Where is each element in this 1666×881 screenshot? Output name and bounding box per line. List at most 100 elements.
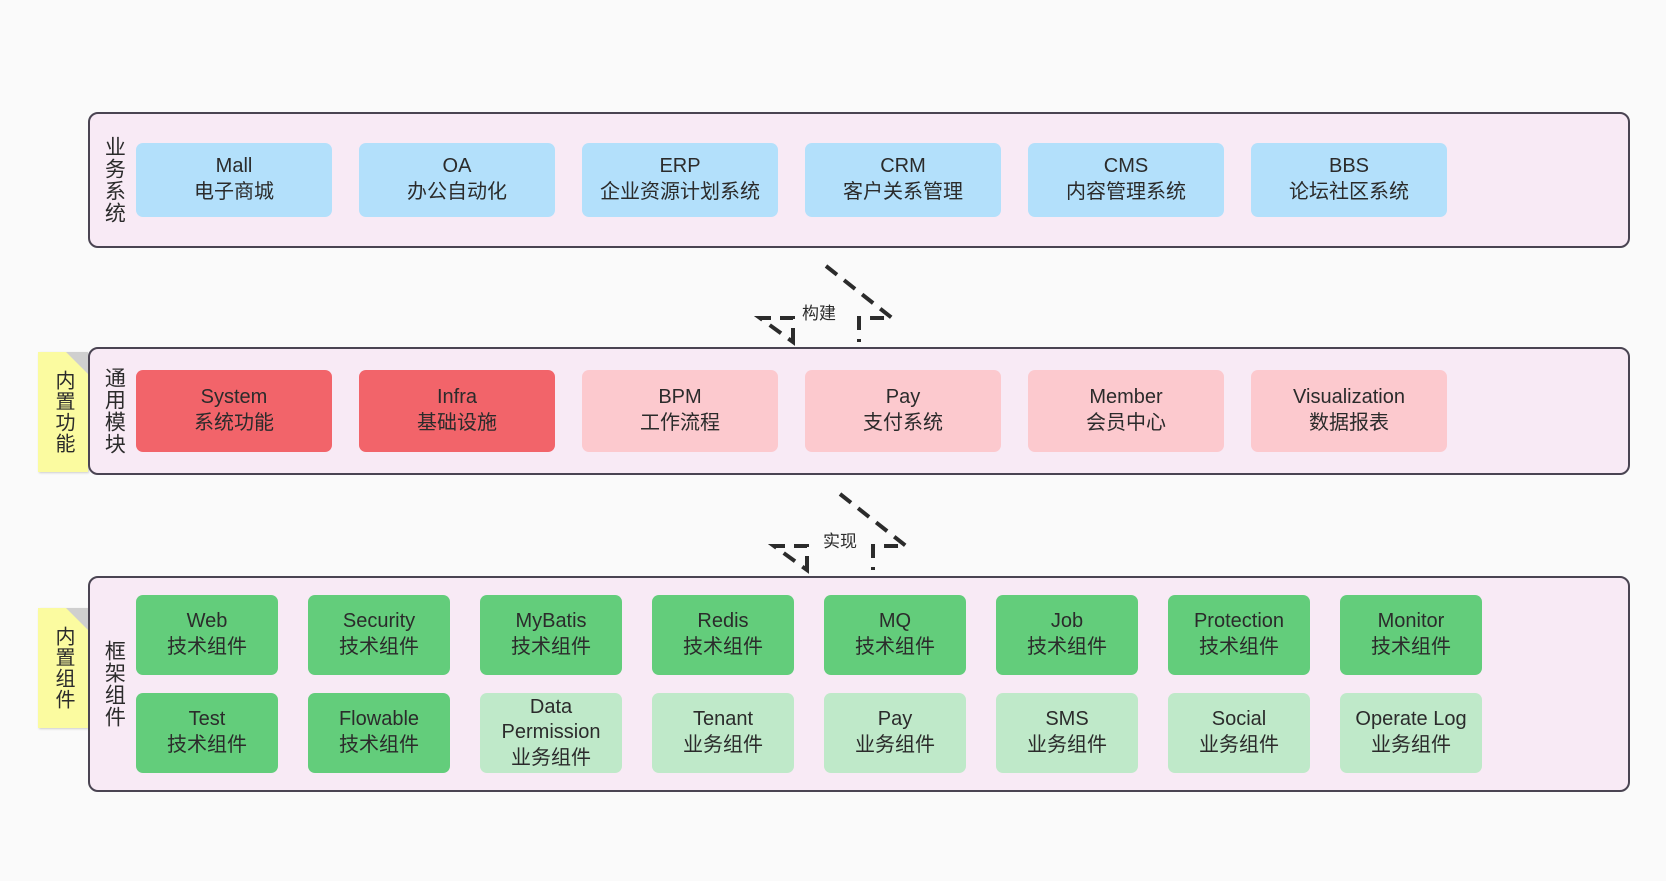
- card-title: Pay: [885, 386, 921, 409]
- card-visualization[interactable]: Visualization 数据报表: [1251, 370, 1447, 452]
- card-title: Protection: [1193, 610, 1285, 633]
- card-title: OA: [442, 155, 472, 178]
- card-subtitle: 技术组件: [511, 636, 591, 658]
- card-subtitle: 业务组件: [1199, 734, 1279, 756]
- card-subtitle: 技术组件: [855, 636, 935, 658]
- card-title: BBS: [1328, 155, 1370, 178]
- card-subtitle: 数据报表: [1309, 412, 1389, 434]
- card-title: Job: [1050, 610, 1084, 633]
- card-subtitle: 内容管理系统: [1066, 181, 1186, 203]
- card-subtitle: 技术组件: [1199, 636, 1279, 658]
- arrow-build: 构建: [753, 262, 898, 346]
- card-subtitle: 业务组件: [1371, 734, 1451, 756]
- card-subtitle: 技术组件: [339, 636, 419, 658]
- card-title: System: [200, 386, 268, 409]
- card-pay[interactable]: Pay 支付系统: [805, 370, 1001, 452]
- card-social[interactable]: Social 业务组件: [1168, 693, 1310, 773]
- card-subtitle: 技术组件: [1371, 636, 1451, 658]
- card-sms[interactable]: SMS 业务组件: [996, 693, 1138, 773]
- card-title: Member: [1089, 386, 1163, 409]
- card-subtitle: 技术组件: [167, 636, 247, 658]
- card-oa[interactable]: OA 办公自动化: [359, 143, 555, 217]
- card-title: BPM: [658, 386, 702, 409]
- card-bbs[interactable]: BBS 论坛社区系统: [1251, 143, 1447, 217]
- card-title: MyBatis: [515, 610, 587, 633]
- card-subtitle: 基础设施: [417, 412, 497, 434]
- sticky-note-builtin-components-label: 内置组件: [52, 626, 74, 710]
- card-title: ERP: [659, 155, 701, 178]
- card-infra[interactable]: Infra 基础设施: [359, 370, 555, 452]
- card-subtitle: 论坛社区系统: [1289, 181, 1409, 203]
- card-redis[interactable]: Redis 技术组件: [652, 595, 794, 675]
- card-web[interactable]: Web 技术组件: [136, 595, 278, 675]
- card-bpm[interactable]: BPM 工作流程: [582, 370, 778, 452]
- card-title: Visualization: [1293, 386, 1405, 409]
- arrow-build-label: 构建: [802, 304, 836, 323]
- card-subtitle: 办公自动化: [407, 181, 507, 203]
- sticky-note-builtin-features: 内置功能: [38, 352, 88, 472]
- card-subtitle: 技术组件: [1027, 636, 1107, 658]
- card-title: Operate Log: [1355, 708, 1467, 731]
- card-mq[interactable]: MQ 技术组件: [824, 595, 966, 675]
- card-tenant[interactable]: Tenant 业务组件: [652, 693, 794, 773]
- sticky-note-builtin-components: 内置组件: [38, 608, 88, 728]
- card-subtitle: 会员中心: [1086, 412, 1166, 434]
- card-subtitle: 业务组件: [855, 734, 935, 756]
- card-subtitle: 支付系统: [863, 412, 943, 434]
- card-title: Flowable: [338, 708, 420, 731]
- card-subtitle: 业务组件: [1027, 734, 1107, 756]
- card-subtitle: 业务组件: [683, 734, 763, 756]
- layer-modules-body: System 系统功能 Infra 基础设施 BPM 工作流程 Pay 支付系统 Member 会…: [136, 349, 1628, 473]
- card-protection[interactable]: Protection 技术组件: [1168, 595, 1310, 675]
- card-title: Mall: [215, 155, 253, 178]
- card-title: Tenant: [692, 708, 754, 731]
- card-title: Social: [1211, 708, 1267, 731]
- card-pay[interactable]: Pay 业务组件: [824, 693, 966, 773]
- card-subtitle: 系统功能: [194, 412, 274, 434]
- card-subtitle: 客户关系管理: [843, 181, 963, 203]
- card-title: Data Permission: [501, 695, 601, 744]
- card-title: MQ: [878, 610, 912, 633]
- card-title: Web: [186, 610, 228, 633]
- card-system[interactable]: System 系统功能: [136, 370, 332, 452]
- arrow-implement: 实现: [767, 490, 912, 574]
- card-title: Redis: [697, 610, 749, 633]
- card-title: SMS: [1045, 708, 1089, 731]
- card-crm[interactable]: CRM 客户关系管理: [805, 143, 1001, 217]
- layer-business-title: 业务系统: [102, 136, 126, 224]
- modules-card-row: System 系统功能 Infra 基础设施 BPM 工作流程 Pay 支付系统 Member 会…: [136, 370, 1614, 452]
- card-operate-log[interactable]: Operate Log 业务组件: [1340, 693, 1482, 773]
- arrow-implement-shape: [767, 492, 912, 574]
- card-member[interactable]: Member 会员中心: [1028, 370, 1224, 452]
- card-title: Infra: [436, 386, 478, 409]
- card-subtitle: 工作流程: [640, 412, 720, 434]
- card-title: Pay: [877, 708, 913, 731]
- card-security[interactable]: Security 技术组件: [308, 595, 450, 675]
- card-erp[interactable]: ERP 企业资源计划系统: [582, 143, 778, 217]
- card-subtitle: 业务组件: [511, 746, 591, 769]
- card-job[interactable]: Job 技术组件: [996, 595, 1138, 675]
- card-title: Test: [188, 708, 226, 731]
- card-mybatis[interactable]: MyBatis 技术组件: [480, 595, 622, 675]
- card-subtitle: 技术组件: [683, 636, 763, 658]
- card-title: Security: [342, 610, 416, 633]
- sticky-note-builtin-features-label: 内置功能: [52, 370, 74, 454]
- card-subtitle: 企业资源计划系统: [600, 181, 760, 203]
- layer-framework-title: 框架组件: [102, 640, 126, 728]
- card-title: CRM: [880, 155, 926, 178]
- arrow-implement-label: 实现: [823, 532, 857, 551]
